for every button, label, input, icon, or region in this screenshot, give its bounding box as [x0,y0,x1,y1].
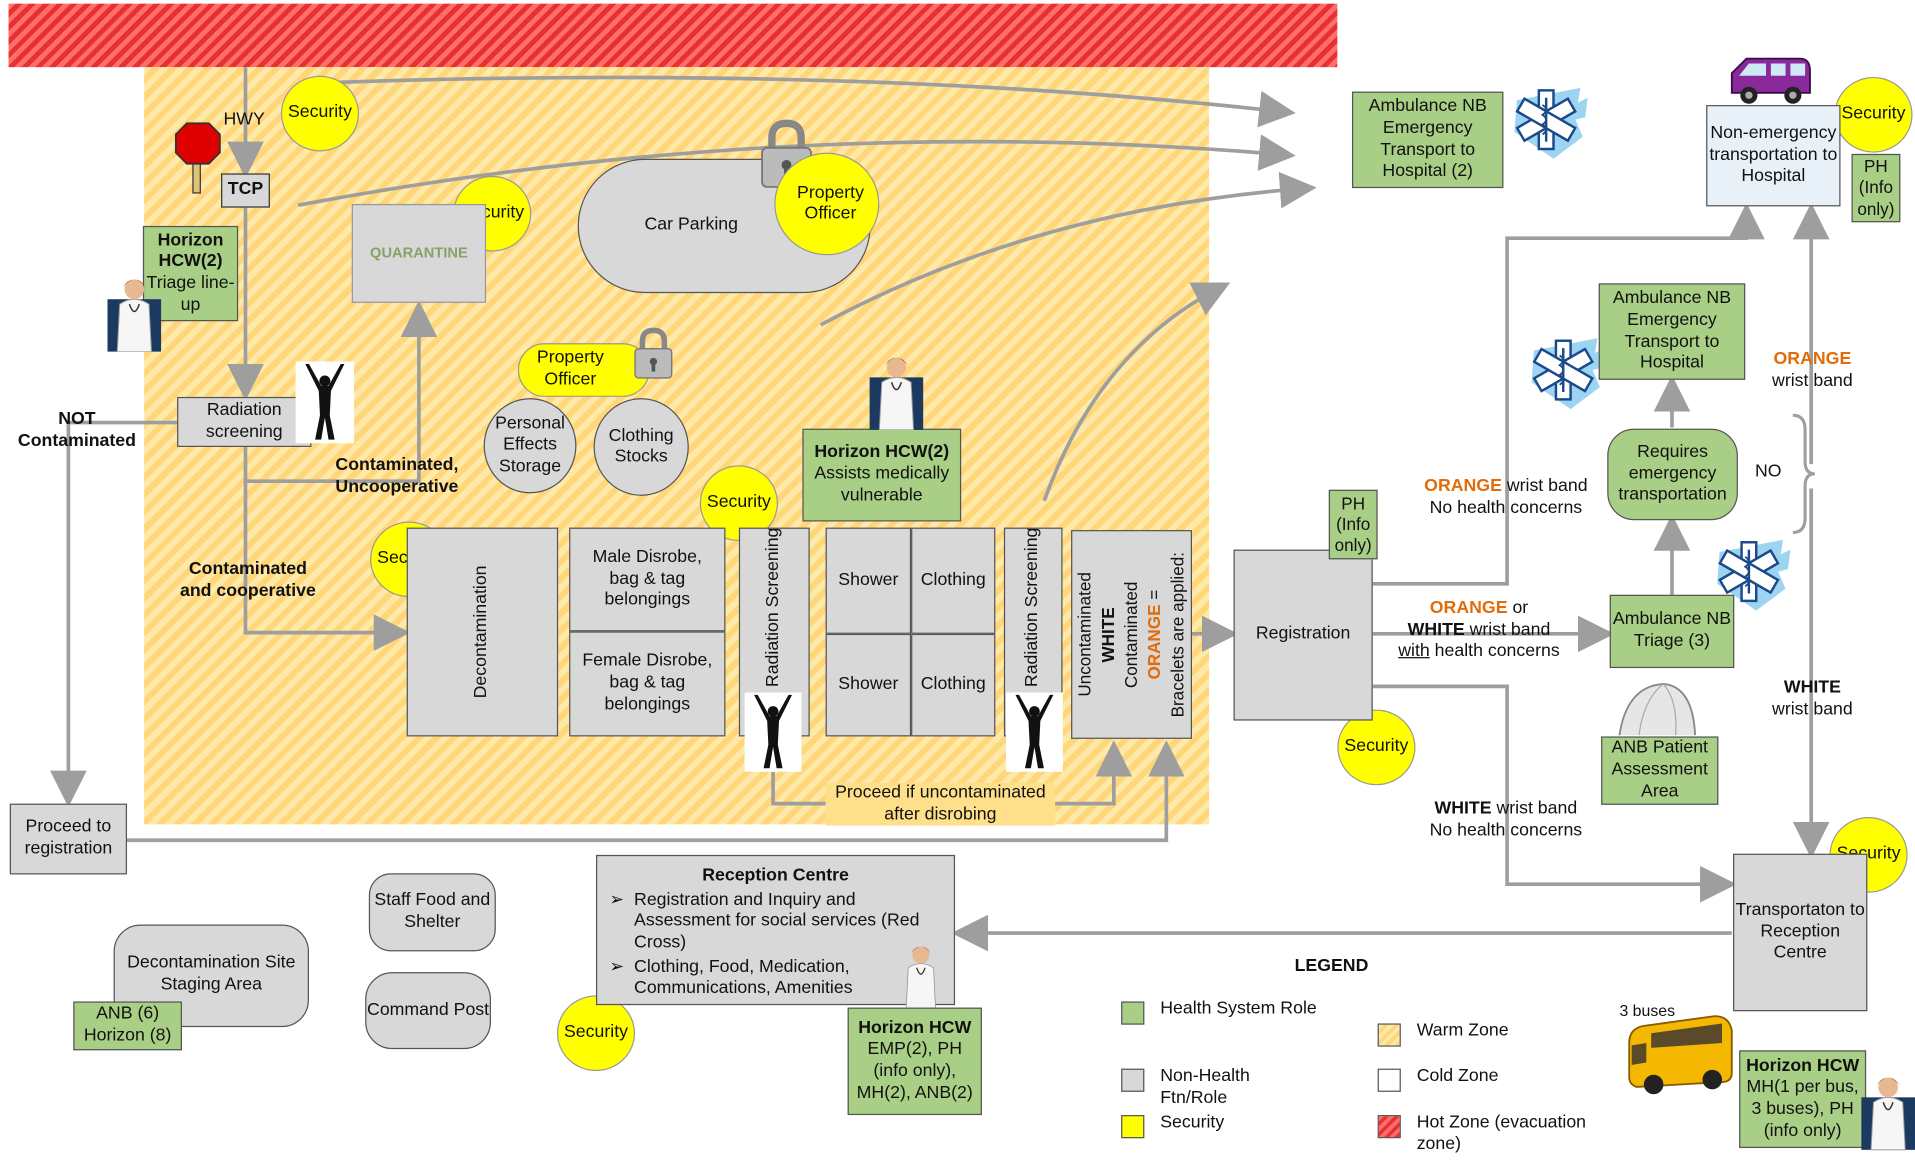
security-circle-registration: Security [1337,709,1416,786]
contaminated-cooperative-label: Contaminated and cooperative [180,559,316,601]
doctor-icon [1861,1077,1915,1151]
registration-box: Registration [1233,549,1373,721]
star-of-life-icon [1514,87,1588,159]
reception-centre-box: Reception Centre ➢Registration and Inqui… [595,854,956,1006]
tcp-box: TCP [221,173,270,208]
staff-food-shelter: Staff Food and Shelter [368,873,496,952]
anb-horizon-staging: ANB (6) Horizon (8) [73,1001,182,1051]
horizon-hcw-bus: Horizon HCW MH(1 per bus, 3 buses), PH (… [1739,1050,1867,1149]
person-silhouette-icon [295,361,355,444]
orange-wristband-right: ORANGE wrist band [1772,349,1853,391]
clothing-stocks: Clothing Stocks [593,398,689,496]
personal-effects-storage: Personal Effects Storage [483,398,577,494]
reception-item-2: ➢Clothing, Food, Medication, Communicati… [609,957,853,999]
orange-no-concerns-label: ORANGE wrist band No health concerns [1424,476,1588,518]
requires-emergency-box: Requires emergency transportation [1607,428,1738,521]
bus-icon [1628,1015,1733,1095]
star-of-life-icon [1531,338,1605,410]
property-officer-parking: Property Officer [774,152,880,256]
legend-swatch [1121,1115,1145,1139]
security-circle-hwy: Security [280,75,360,152]
decontamination-box: Decontamination [406,527,559,737]
star-of-life-icon [1717,539,1791,611]
shower-1: Shower [825,527,912,634]
hot-zone [8,3,1338,68]
ph-info-registration: PH (Info only) [1328,489,1378,560]
legend-swatch [1121,1068,1145,1092]
person-silhouette-icon [744,692,802,772]
decon-staging-area: Decontamination Site Staging Area [113,924,309,1028]
padlock-icon [634,327,673,379]
clothing-1: Clothing [911,527,996,634]
security-circle-nonemergency: Security [1834,76,1913,153]
buses-label: 3 buses [1619,1001,1676,1020]
command-post: Command Post [365,972,491,1050]
female-disrobe-box: Female Disrobe, bag & tag belongings [569,631,726,737]
transportation-reception-box: Transportaton to Reception Centre [1733,853,1868,1012]
contaminated-uncooperative-label: Contaminated, Uncooperative [335,455,459,497]
no-label: NO [1755,461,1782,482]
reception-item-1: ➢Registration and Inquiry and Assessment… [609,889,920,953]
radiation-screening-box: Radiation screening [177,396,312,447]
proceed-to-registration-box: Proceed to registration [9,803,128,875]
ambulance-nb-triage: Ambulance NB Triage (3) [1609,594,1735,669]
doctor-icon [869,357,924,430]
legend-title: LEGEND [1294,956,1369,976]
white-wristband-right: WHITE wrist band [1772,677,1853,719]
stop-sign-icon [174,122,221,194]
horizon-hcw-reception: Horizon HCW EMP(2), PH (info only), MH(2… [847,1007,982,1116]
bracelets-box: Bracelets are applied: ORANGE = Contamin… [1071,530,1192,739]
legend-swatch [1377,1115,1401,1139]
ambulance-nb-transport: Ambulance NB Emergency Transport to Hosp… [1598,283,1746,380]
not-contaminated-label: NOT Contaminated [17,409,136,451]
proceed-uncontaminated-label: Proceed if uncontaminated after disrobin… [825,782,1056,827]
legend-swatch [1377,1068,1401,1092]
legend-label: Health System Role [1160,999,1317,1019]
brace [1792,413,1815,535]
non-emergency-transport-box: Non-emergency transportation to Hospital [1706,105,1841,207]
tent-icon [1618,683,1697,736]
legend-label: Security [1160,1112,1225,1133]
hwy-label: HWY [223,109,265,130]
property-officer-storage: Property Officer [517,343,650,397]
orange-white-concerns-label: ORANGE or WHITE wrist band with health c… [1398,598,1560,662]
security-circle-reception: Security [556,995,636,1072]
person-silhouette-icon [1006,692,1063,772]
shower-2: Shower [825,633,912,737]
clothing-2: Clothing [911,633,996,737]
legend-swatch [1377,1023,1401,1047]
doctor-icon [107,279,162,352]
legend-label: Cold Zone [1416,1066,1499,1086]
van-icon [1730,57,1811,104]
legend-label: Warm Zone [1416,1021,1509,1041]
anb-patient-assessment: ANB Patient Assessment Area [1601,736,1719,805]
legend-label: Non-Health Ftn/Role [1160,1066,1250,1108]
quarantine-box: QUARANTINE [351,203,487,303]
ambulance-nb-transport-2: Ambulance NB Emergency Transport to Hosp… [1351,91,1504,189]
white-no-concerns-label: WHITE wrist band No health concerns [1429,798,1583,840]
legend-swatch [1121,1001,1145,1025]
doctor-icon [905,946,937,1009]
legend-label: Hot Zone (evacuation zone) [1416,1112,1587,1154]
ph-info-nonemergency: PH (Info only) [1851,153,1901,223]
male-disrobe-box: Male Disrobe, bag & tag belongings [569,527,726,632]
horizon-hcw-assists: Horizon HCW(2) Assists medically vulnera… [802,428,962,522]
